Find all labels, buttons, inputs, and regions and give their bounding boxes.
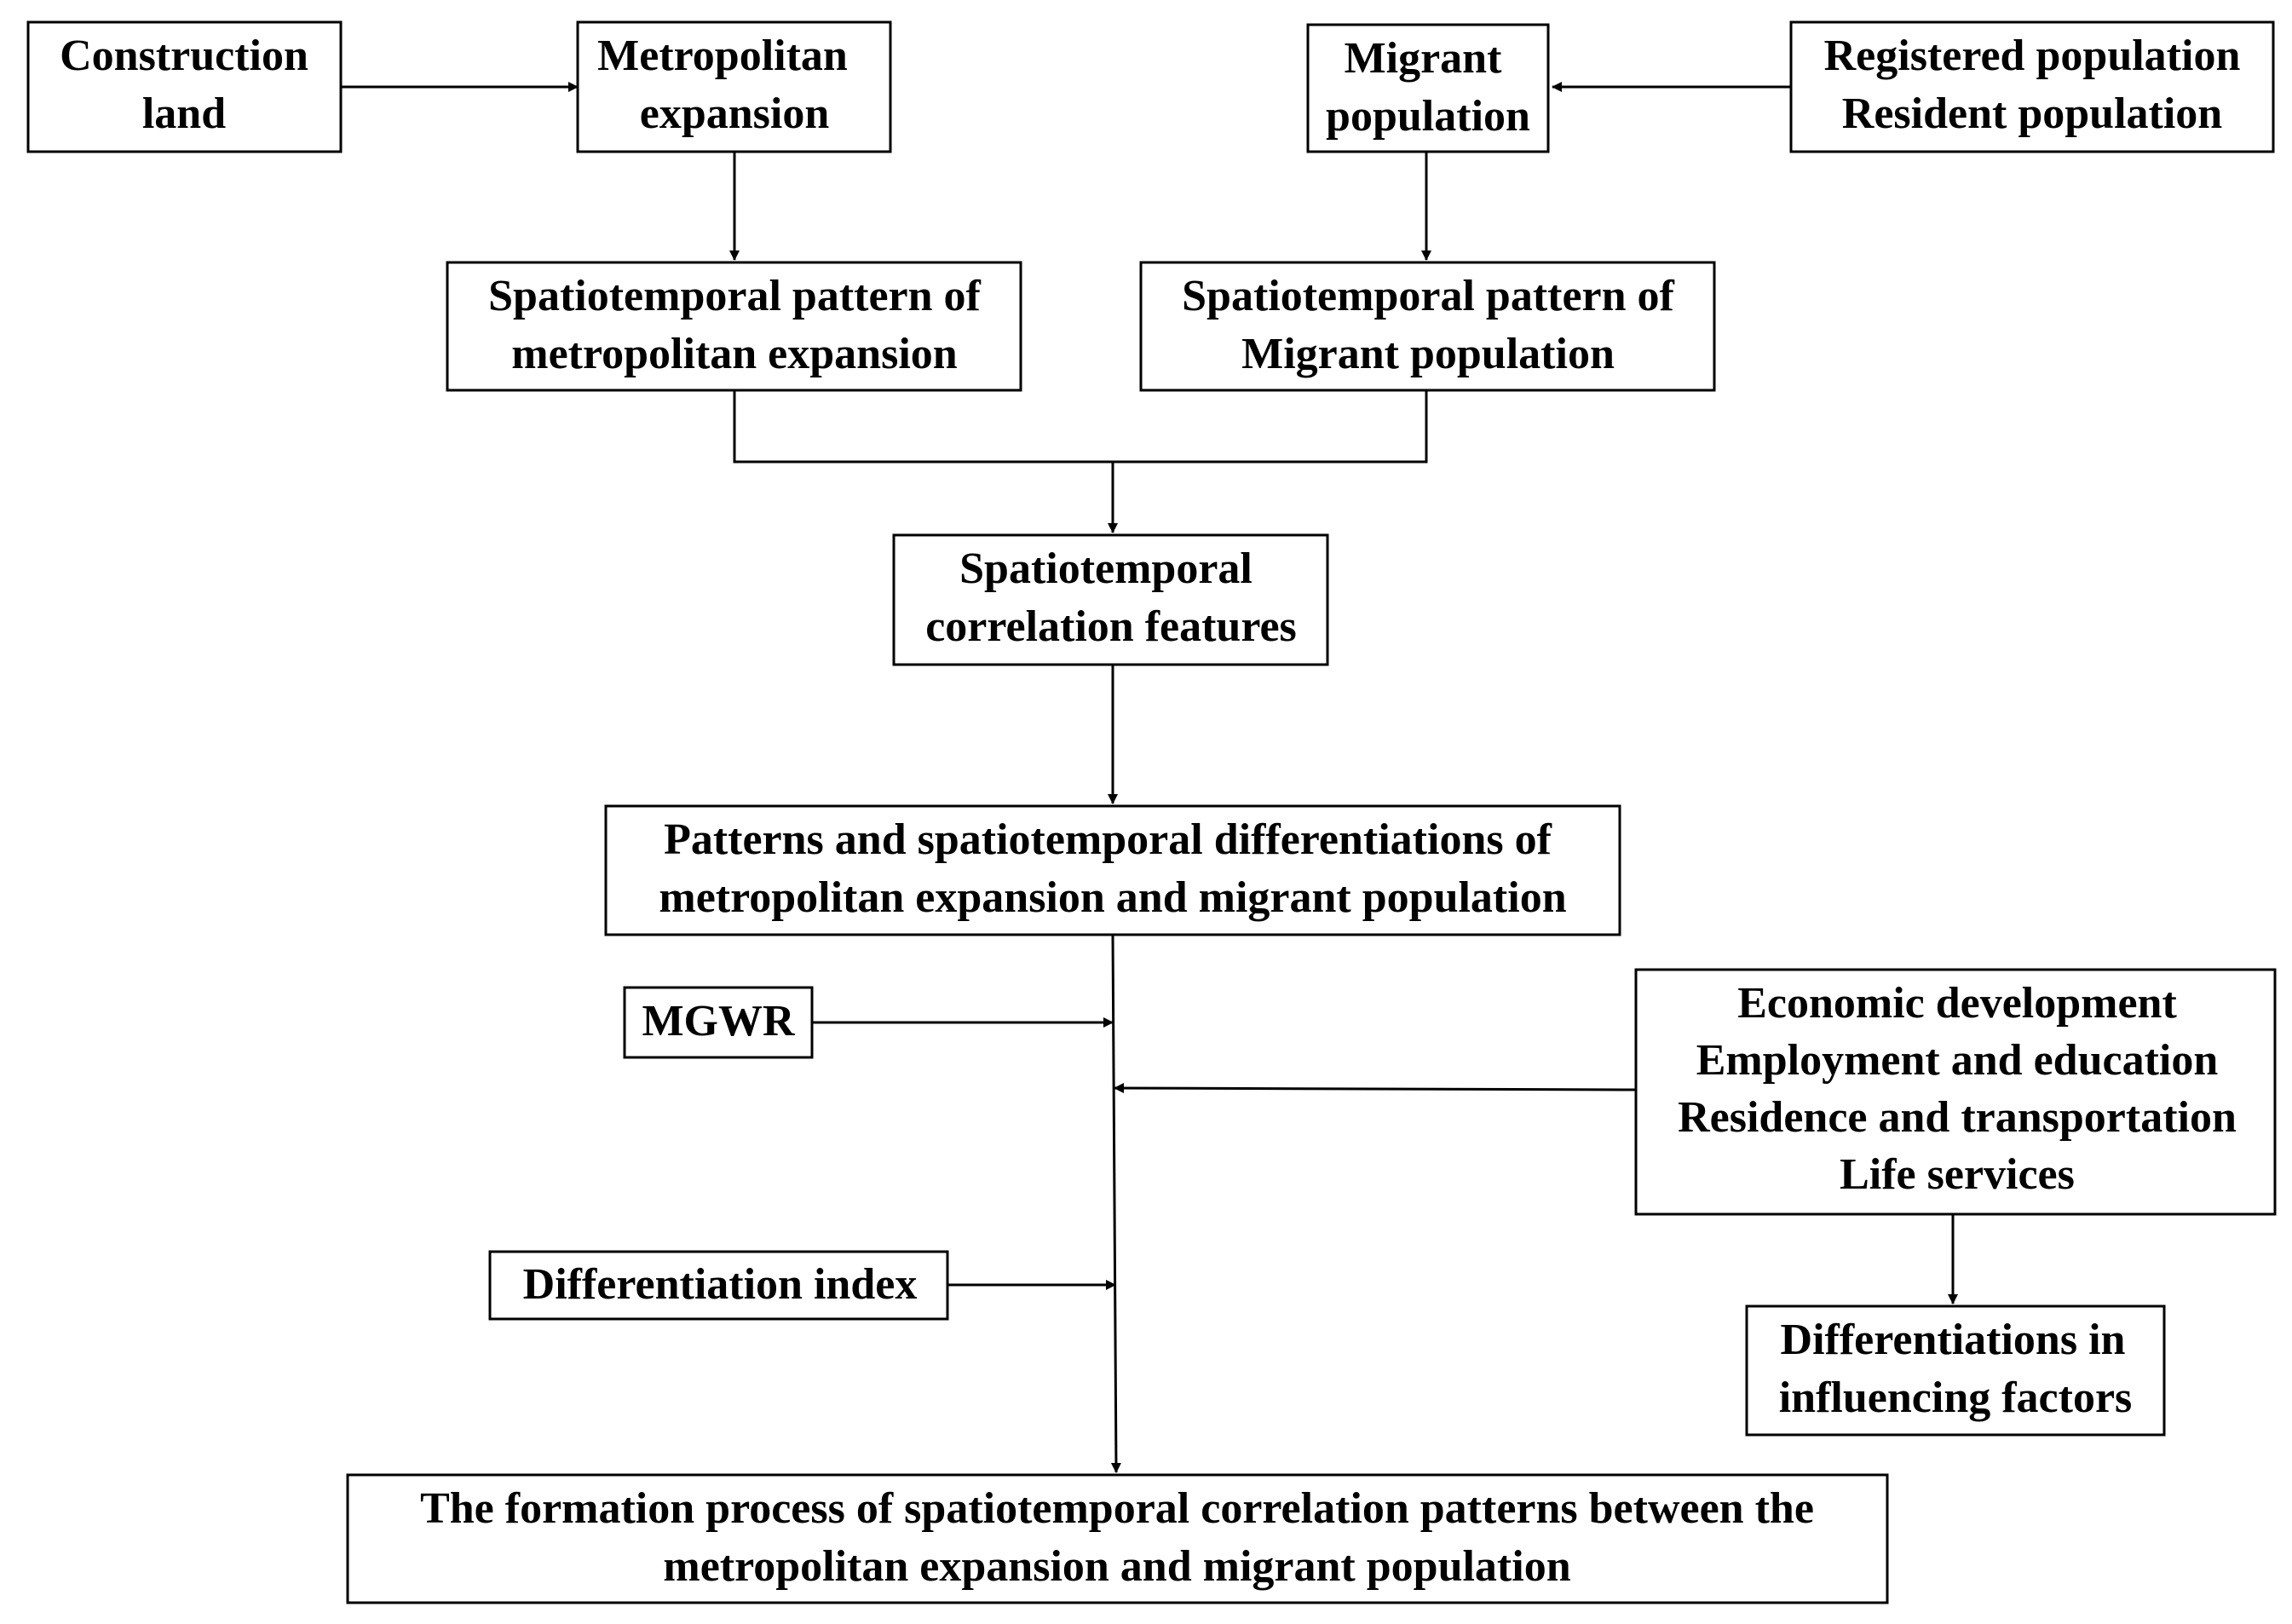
node-text: Spatiotemporal — [959, 544, 1253, 593]
node-text: metropolitan expansion and migrant popul… — [663, 1542, 1570, 1591]
node-text: MGWR — [642, 997, 796, 1045]
node-text: The formation process of spatiotemporal … — [420, 1484, 1814, 1533]
arrow-factors-to-trunk — [1114, 1083, 1637, 1094]
node-text: Patterns and spatiotemporal differentiat… — [664, 815, 1552, 864]
node-text: population — [1326, 92, 1530, 141]
node-differentiations-influencing-factors: Differentiations in influencing factors — [1745, 1304, 2166, 1437]
node-text: Life services — [1840, 1150, 2075, 1199]
node-metropolitan-expansion: Metropolitan expansion — [576, 20, 892, 153]
node-text: Migrant — [1345, 34, 1503, 83]
node-differentiation-index: Differentiation index — [488, 1250, 949, 1321]
connectors — [341, 82, 1958, 1473]
node-text: Economic development — [1737, 979, 2177, 1028]
node-text: expansion — [640, 89, 830, 138]
node-construction-land: Construction land — [26, 20, 343, 153]
node-pattern-migrant-population: Spatiotemporal pattern of Migrant popula… — [1139, 261, 1716, 392]
node-text: Migrant population — [1241, 330, 1615, 378]
node-text: metropolitan expansion and migrant popul… — [659, 873, 1566, 922]
node-pattern-metropolitan-expansion: Spatiotemporal pattern of metropolitan e… — [446, 261, 1022, 392]
merge-bracket — [733, 390, 1428, 464]
node-text: Spatiotemporal pattern of — [1182, 272, 1674, 320]
node-text: Resident population — [1842, 89, 2223, 138]
node-text: correlation features — [925, 602, 1297, 651]
node-formation-process: The formation process of spatiotemporal … — [346, 1473, 1889, 1604]
node-text: Spatiotemporal pattern of — [488, 272, 981, 320]
node-mgwr: MGWR — [623, 986, 814, 1059]
node-text: Employment and education — [1696, 1036, 2219, 1085]
node-correlation-features: Spatiotemporal correlation features — [892, 533, 1329, 666]
node-text: Construction — [60, 32, 308, 80]
node-registered-resident-population: Registered population Resident populatio… — [1789, 20, 2275, 153]
node-migrant-population: Migrant population — [1306, 23, 1550, 153]
node-text: metropolitan expansion — [511, 330, 958, 378]
node-text: land — [142, 89, 226, 138]
node-influencing-factors: Economic development Employment and educ… — [1634, 968, 2277, 1216]
node-text: Metropolitan — [597, 32, 848, 80]
node-text: Registered population — [1824, 32, 2241, 80]
node-text: Residence and transportation — [1678, 1093, 2237, 1142]
node-text: influencing factors — [1779, 1373, 2133, 1422]
node-patterns-differentiations: Patterns and spatiotemporal differentiat… — [604, 804, 1621, 936]
node-text: Differentiation index — [523, 1260, 918, 1309]
arrow-trunk-to-formation — [1110, 934, 1121, 1473]
node-text: Differentiations in — [1781, 1316, 2126, 1364]
